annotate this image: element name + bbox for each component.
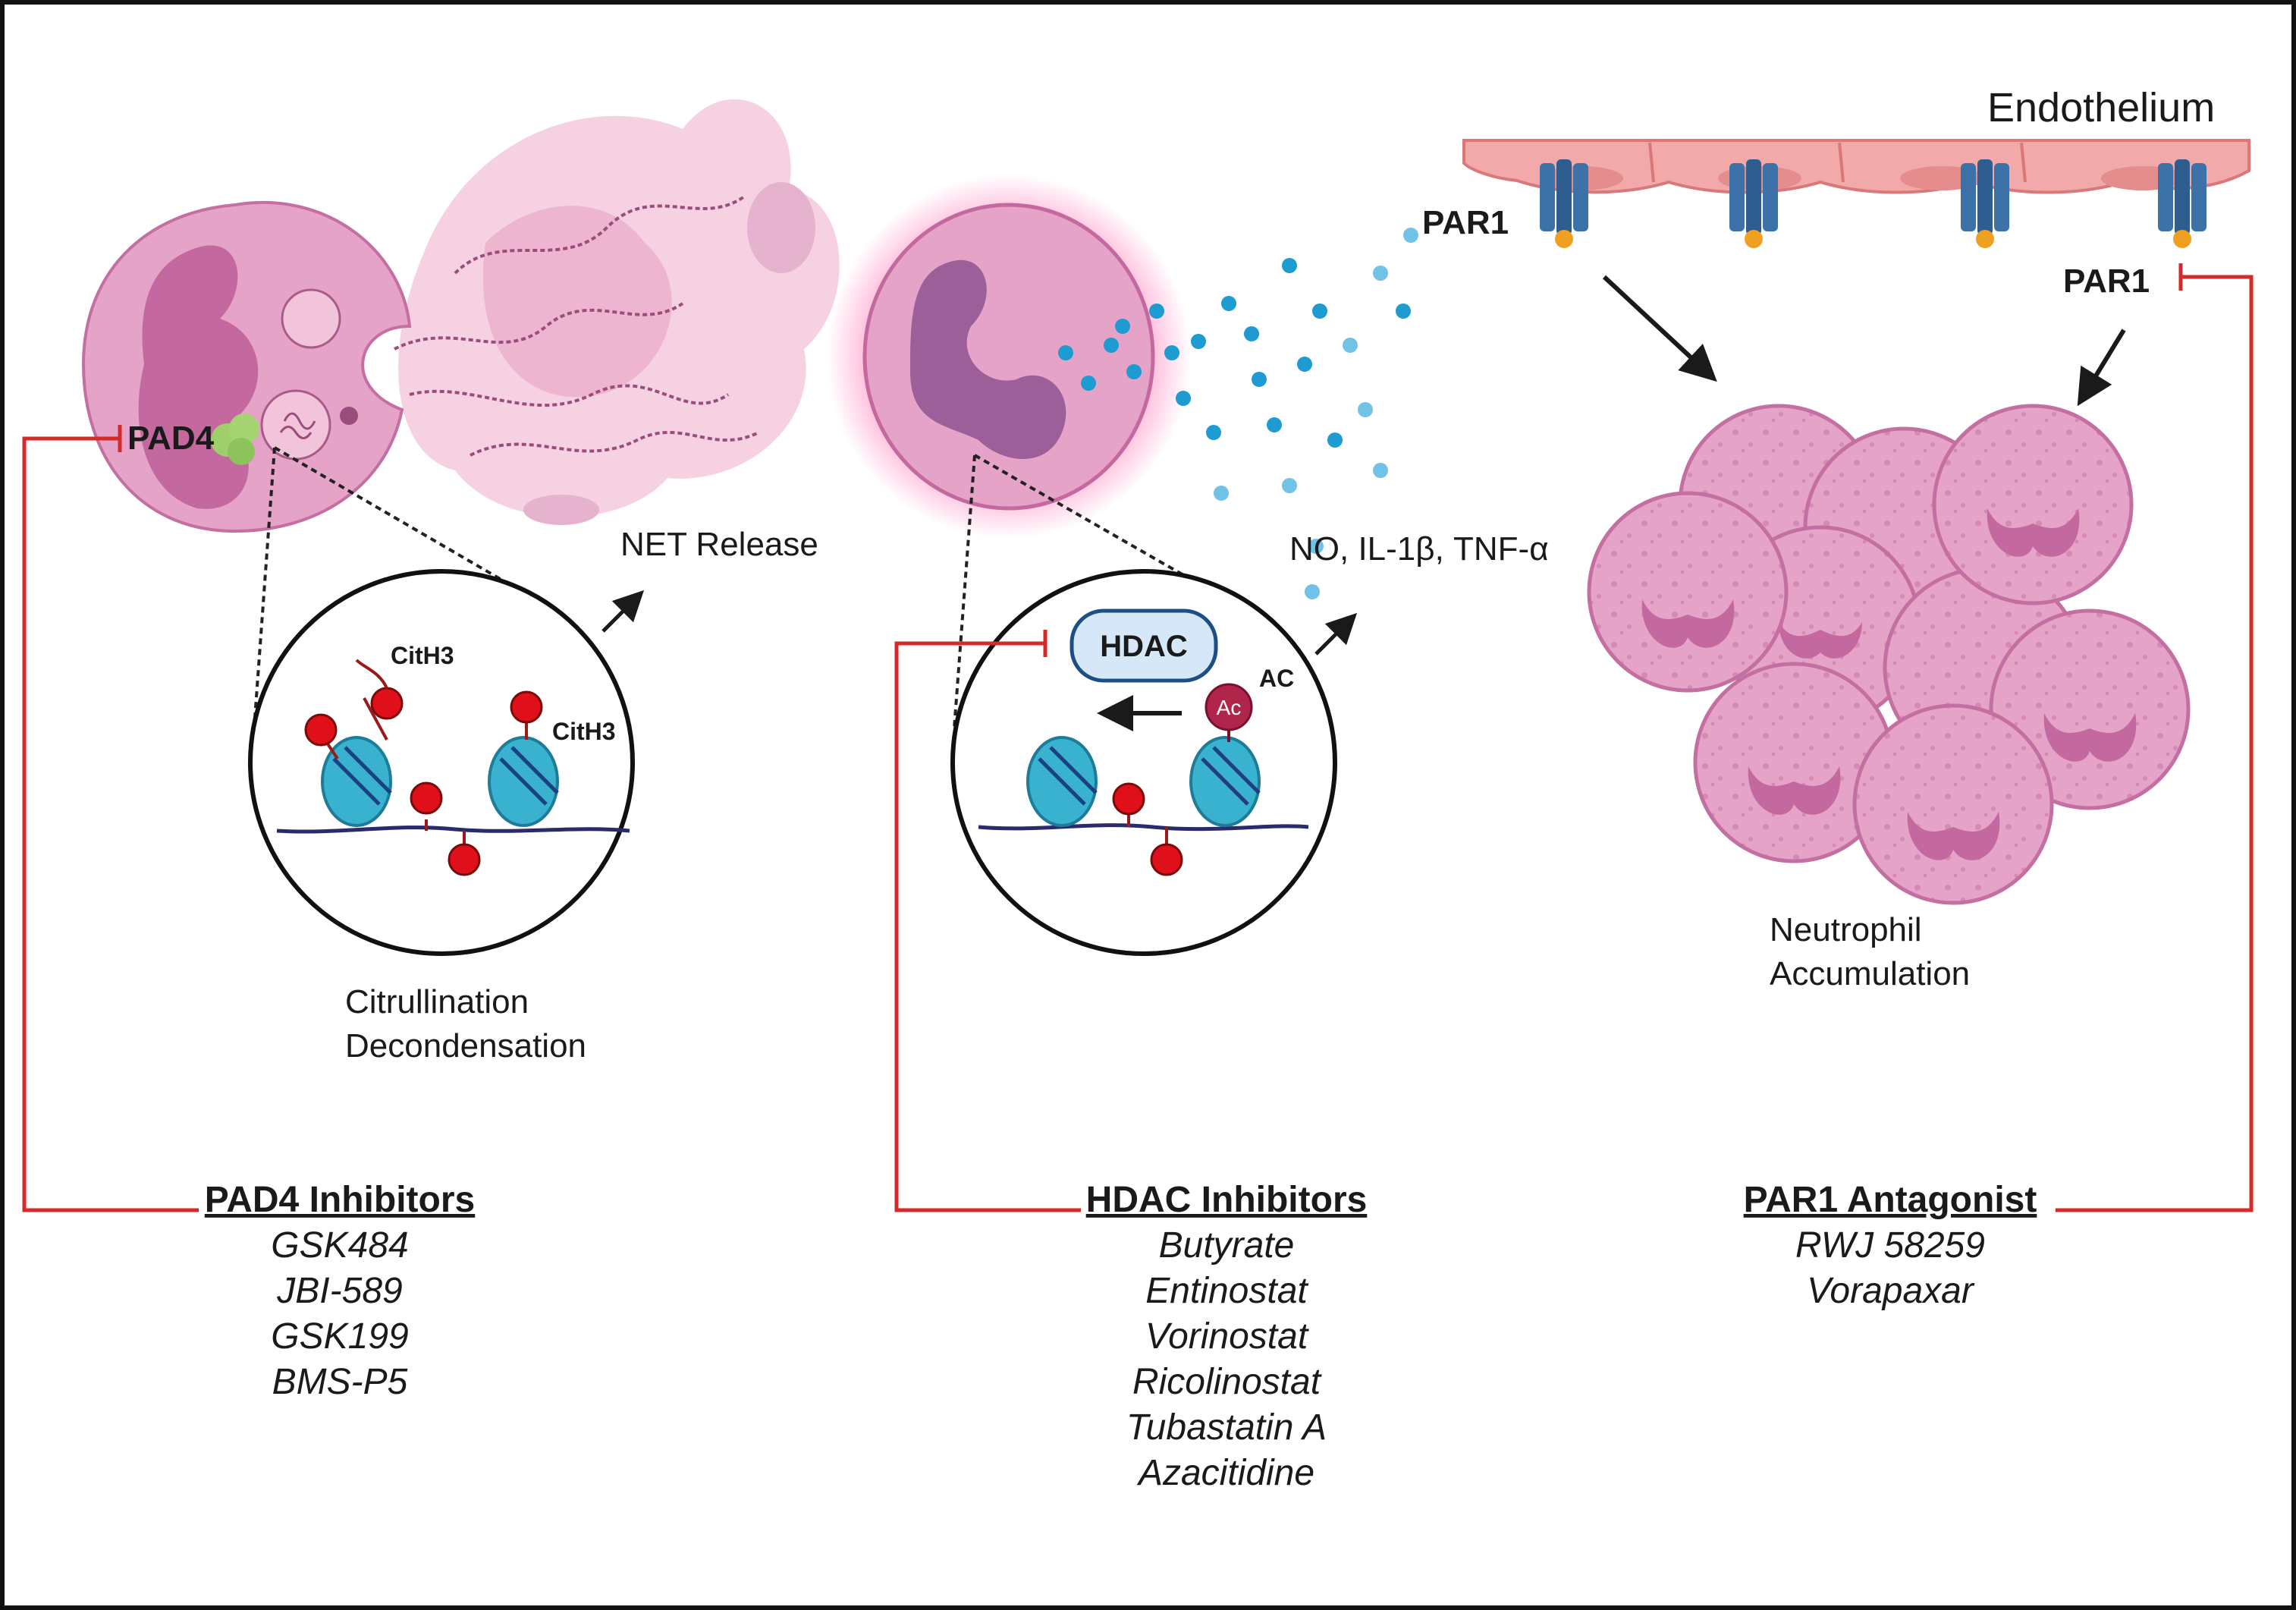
par1-drug: RWJ 58259 (1795, 1225, 1985, 1266)
net-release-cloud-icon (394, 99, 840, 525)
cith3-label-b: CitH3 (552, 718, 616, 745)
nucleosome-icon (1189, 736, 1261, 827)
hdac-drug: Butyrate (1159, 1225, 1295, 1266)
par1-inhibition-line (2056, 263, 2254, 1212)
pad4-drug: GSK484 (271, 1225, 408, 1266)
par1-receptor-icon (2158, 159, 2206, 248)
par1-antagonist-title: PAR1 Antagonist (1744, 1180, 2037, 1220)
hdac-enzyme-icon (1069, 608, 1218, 683)
nucleosome-icon (321, 736, 392, 827)
citrullination-zoom-circle (248, 569, 635, 956)
endothelium-label: Endothelium (1987, 85, 2215, 130)
ac-small-label: Ac (1217, 696, 1242, 719)
par1-receptor-icon (1729, 159, 1778, 248)
pad4-inhibitors-group: PAD4 Inhibitors GSK484 JBI-589 GSK199 BM… (205, 1180, 475, 1402)
zoom-line (974, 454, 1207, 590)
pad4-drug: GSK199 (271, 1316, 408, 1357)
neutrophil-cell-icon (81, 200, 412, 533)
recruitment-arrow (1602, 275, 1717, 382)
citrulline-marker-icon (448, 843, 481, 876)
pad4-drug: BMS-P5 (272, 1362, 408, 1402)
hdac-inhibitors-group: HDAC Inhibitors Butyrate Entinostat Vori… (1086, 1180, 1368, 1493)
hdac-inhibition-line (894, 630, 1081, 1212)
acetyl-marker-icon (1150, 843, 1183, 876)
zoom-line (273, 446, 517, 590)
pad4-inhibitors-title: PAD4 Inhibitors (205, 1180, 475, 1220)
par1-top-label: PAR1 (1422, 204, 1509, 241)
accumulation-label-1: Neutrophil (1770, 911, 1922, 948)
net-release-label: NET Release (620, 526, 818, 563)
par1-receptor-icon (1961, 159, 2009, 248)
ac-label: AC (1259, 665, 1294, 692)
accumulation-label-2: Accumulation (1770, 955, 1970, 992)
hdac-drug: Tubastatin A (1126, 1407, 1327, 1448)
citrulline-marker-icon (370, 687, 404, 720)
citrulline-marker-icon (410, 781, 443, 815)
pad4-drug: JBI-589 (276, 1271, 402, 1311)
acetyl-marker-icon (1112, 782, 1145, 816)
zoom-line (953, 454, 976, 729)
recruitment-arrow (2077, 329, 2126, 407)
zoom-line (253, 447, 276, 729)
hdac-drug: Azacitidine (1136, 1453, 1314, 1493)
par1-drug: Vorapaxar (1807, 1271, 1975, 1311)
pad4-inhibition-line (22, 425, 199, 1212)
nucleosome-icon (1026, 736, 1098, 827)
par1-receptor-icon (1540, 159, 1588, 248)
hdac-inhibitors-title: HDAC Inhibitors (1086, 1180, 1368, 1220)
neutrophil-cluster-icon (1587, 404, 2191, 905)
hdac-label: HDAC (1100, 630, 1188, 663)
net-release-arrow (601, 590, 645, 633)
activated-neutrophil-icon (827, 175, 1191, 539)
hdac-drug: Ricolinostat (1132, 1362, 1322, 1402)
citrullination-label: Citrullination (345, 983, 529, 1020)
cytokine-cloud-icon (1058, 228, 1418, 599)
par1-antagonist-group: PAR1 Antagonist RWJ 58259 Vorapaxar (1744, 1180, 2037, 1311)
par1-right-label: PAR1 (2063, 263, 2150, 300)
pad4-label: PAD4 (127, 420, 215, 457)
hdac-drug: Vorinostat (1145, 1316, 1309, 1357)
decondensation-label: Decondensation (345, 1027, 586, 1064)
cytokine-arrow (1314, 612, 1358, 656)
citrulline-marker-icon (510, 690, 543, 724)
cith3-label-a: CitH3 (391, 642, 454, 669)
pad4-enzyme-icon (211, 414, 259, 465)
hdac-zoom-circle (950, 569, 1337, 956)
nucleosome-icon (488, 736, 559, 827)
citrulline-marker-icon (304, 713, 338, 747)
hdac-drug: Entinostat (1145, 1271, 1308, 1311)
cytokines-label: NO, IL-1β, TNF-α (1289, 530, 1549, 568)
